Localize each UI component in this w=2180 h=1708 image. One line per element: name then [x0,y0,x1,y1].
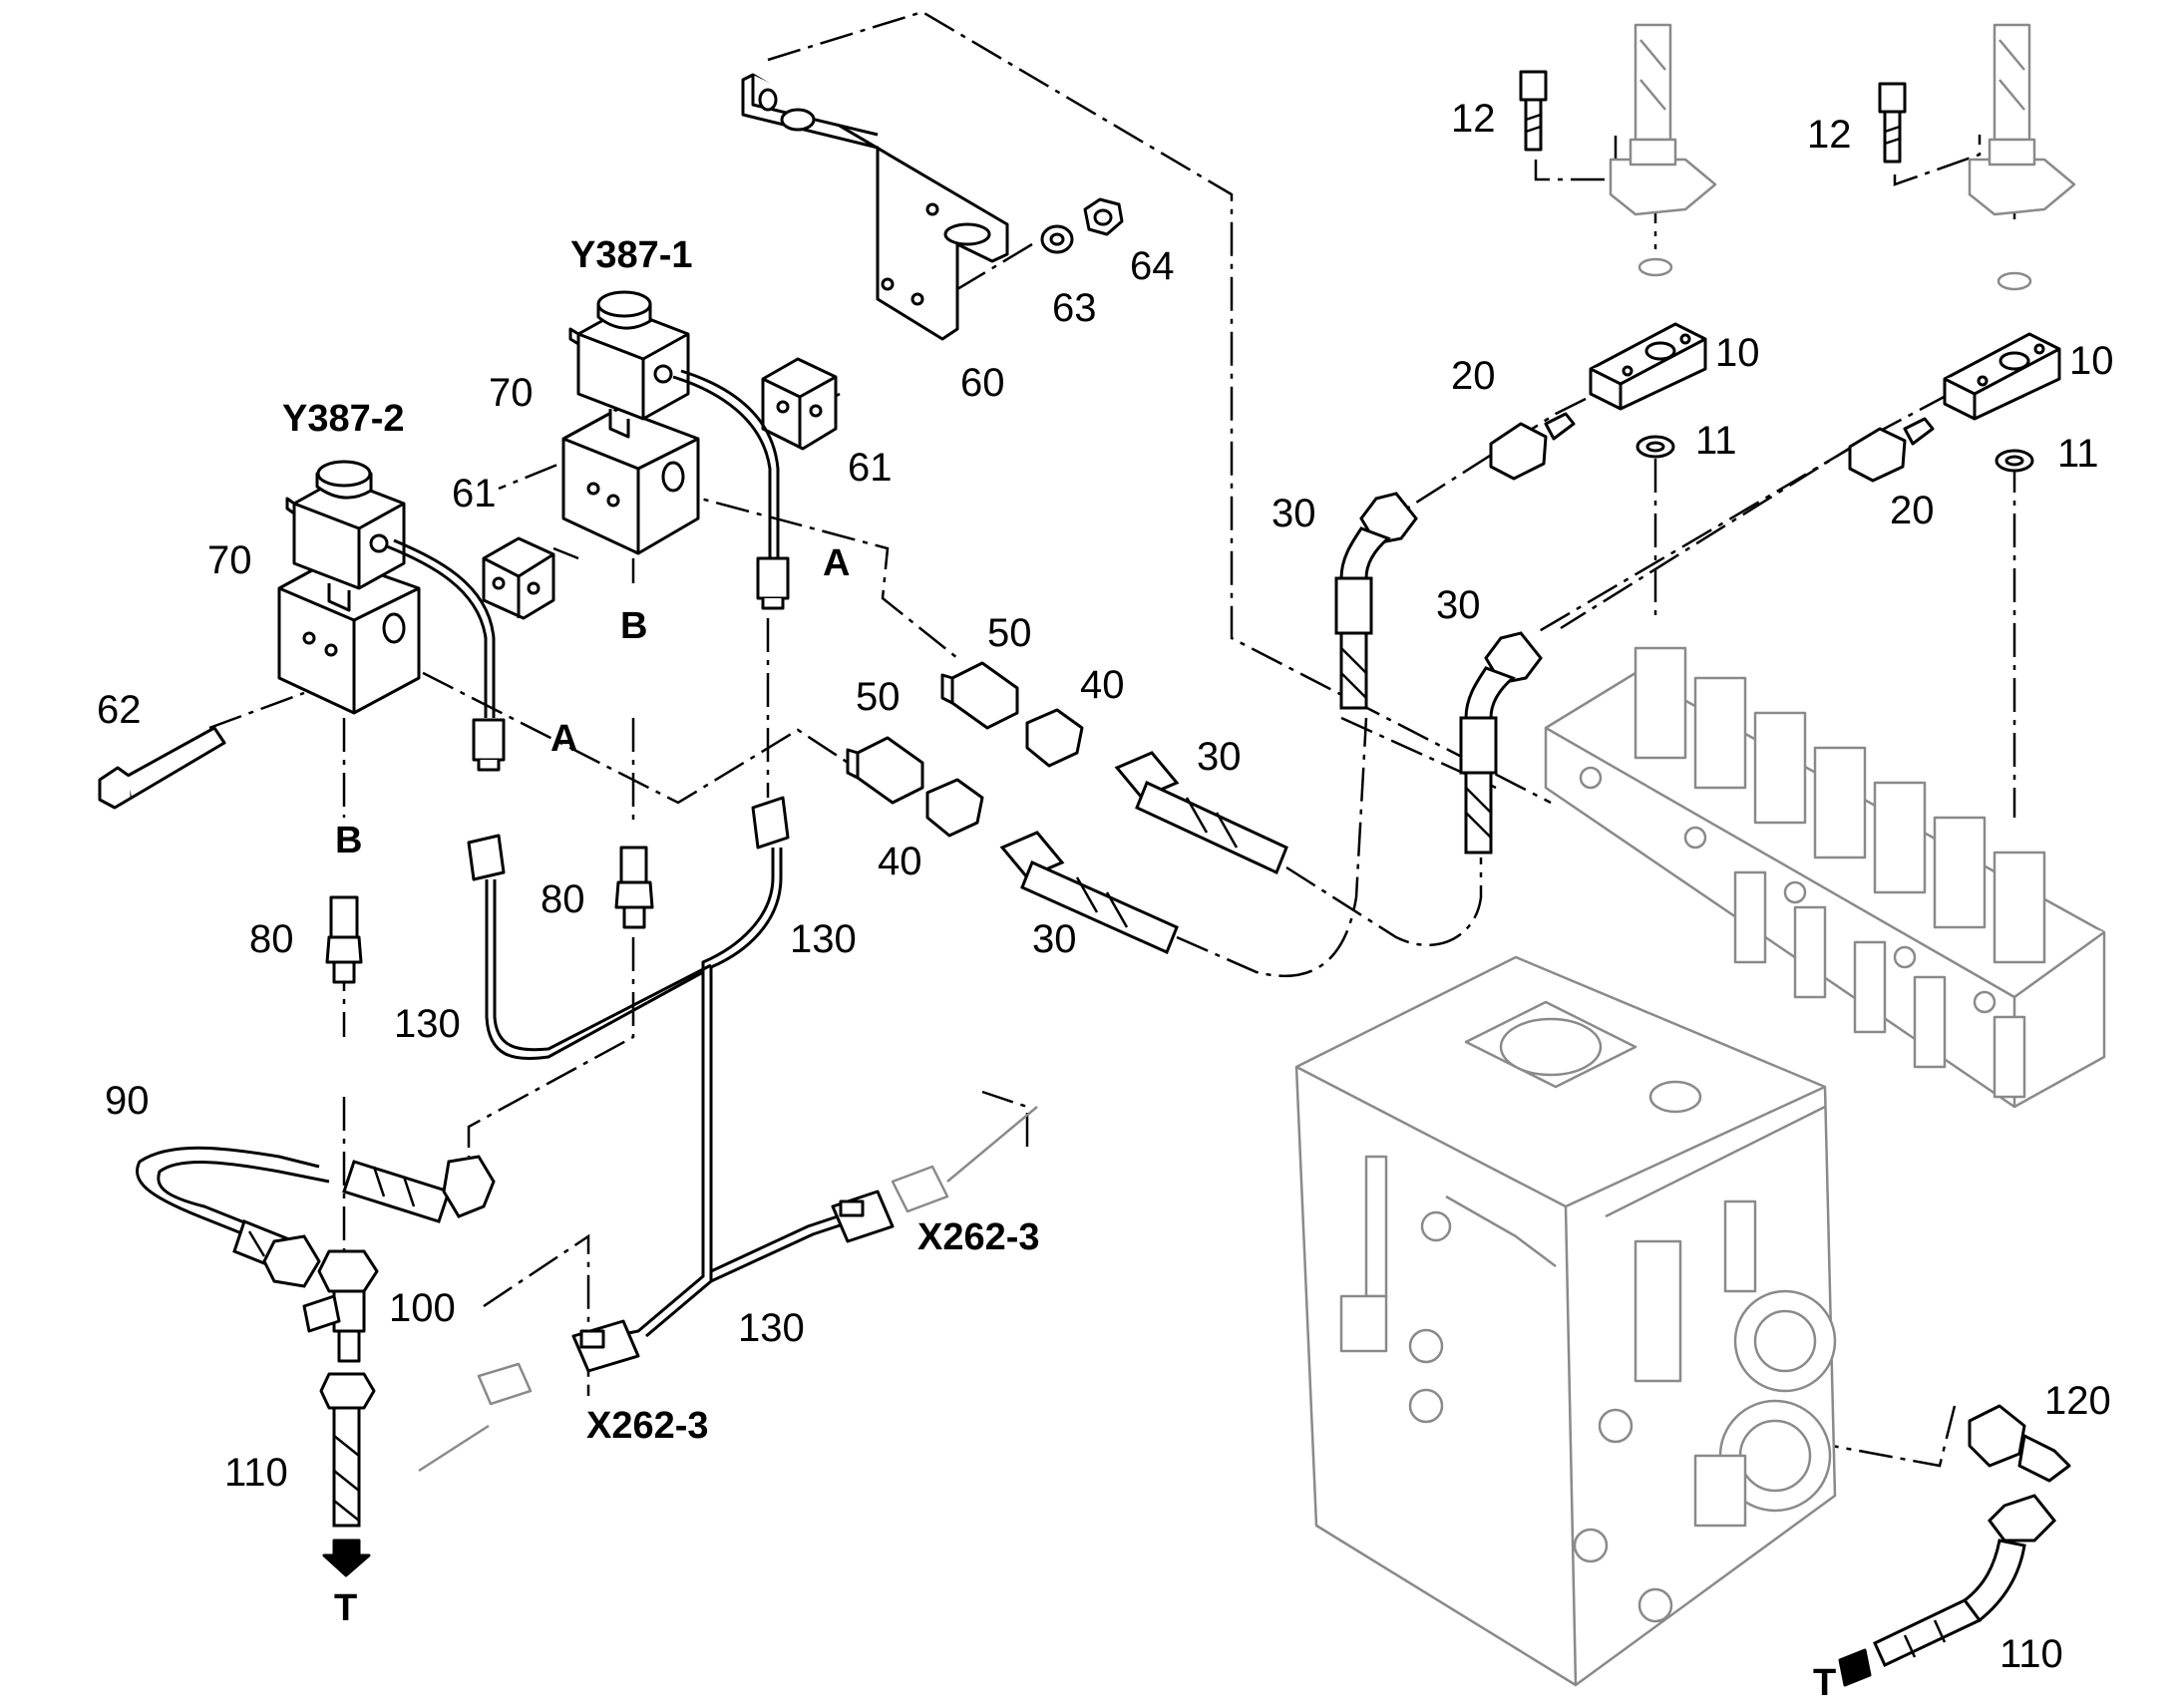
label-100: 100 [389,1286,456,1330]
spacer-61-left [482,536,555,620]
label-90: 90 [105,1079,150,1123]
connector-plug-upper-right [756,556,790,610]
label-70-left: 70 [207,538,252,582]
adapter-20-left [1489,412,1576,481]
bolt-62 [98,726,226,810]
label-60: 60 [960,361,1005,405]
label-x262-3-left: X262-3 [586,1405,709,1447]
nut-64 [1083,197,1124,236]
fitting-50-upper [940,661,1019,730]
label-a-upper: A [823,542,850,584]
label-11-left: 11 [1695,419,1737,463]
label-80-right: 80 [541,877,585,921]
seal-11-left [1635,435,1675,459]
fitting-80-left [325,895,363,984]
injection-line-left [1609,23,1717,277]
label-63: 63 [1052,286,1097,330]
hose-30-elbow-left [1334,492,1418,710]
label-80-left: 80 [249,917,294,961]
hose-110-left [319,1372,376,1577]
label-120: 120 [2044,1379,2111,1423]
label-30-mid: 30 [1197,735,1242,779]
hose-90 [136,1146,496,1288]
bracket-60 [741,73,1009,341]
label-130-lower: 130 [738,1306,805,1350]
label-40-upper: 40 [1080,663,1125,707]
label-30-lower: 30 [1032,917,1077,961]
label-y387-2: Y387-2 [282,398,405,440]
fitting-40-lower [925,778,984,838]
hose-110-right [1838,1494,2057,1687]
label-12-right: 12 [1807,113,1852,157]
route-line-upper [1285,857,1483,947]
label-x262-3-right: X262-3 [917,1216,1040,1258]
label-20-right: 20 [1890,489,1935,532]
tee-fitting-120 [1968,1404,2071,1483]
label-62: 62 [97,688,142,732]
fitting-80-right [614,846,654,929]
screw-12-right [1878,82,1907,164]
label-b-left: B [335,820,362,861]
label-12-left: 12 [1451,97,1496,141]
callout-labels: Y387-1 Y387-2 70 70 60 61 61 62 63 64 12… [97,97,2114,1704]
label-30-upper-right: 30 [1436,583,1481,627]
label-20-left: 20 [1451,354,1496,398]
screw-12-left [1519,70,1548,152]
label-110-right: 110 [1999,1632,2063,1676]
connector-plug-upper-left [472,718,506,772]
label-110-left: 110 [224,1451,288,1495]
label-40-lower: 40 [878,840,922,883]
solenoid-valve-y387-2 [277,460,421,715]
spacer-61-right [761,357,838,451]
injection-pump-rail [1544,646,2106,1109]
label-50-upper: 50 [987,611,1032,655]
flange-10-left [1589,322,1707,411]
solenoid-leads [386,369,780,718]
label-y387-1: Y387-1 [570,234,693,276]
washer-63 [1040,224,1074,254]
fitting-40-upper [1025,708,1084,768]
label-70-right: 70 [489,371,534,415]
label-61-left: 61 [452,472,497,515]
solenoid-valve-y387-1 [561,290,700,555]
label-130-upper-right: 130 [790,917,857,961]
engine-housing [1294,955,1837,1687]
label-10-left: 10 [1715,331,1760,375]
hose-30-mid-lower [999,831,1179,955]
route-line-lower [1176,717,1368,978]
injection-line-right [1968,23,2076,291]
tee-fitting-100 [302,1249,379,1363]
hose-30-mid-upper [1114,751,1288,875]
label-t-right: T [1813,1662,1836,1704]
harness-130 [418,796,1038,1473]
hose-30-elbow-right [1459,631,1543,854]
label-50-lower: 50 [856,675,901,719]
label-130-upper-left: 130 [394,1002,461,1046]
label-61-right: 61 [848,446,893,490]
label-10-right: 10 [2069,339,2114,383]
flange-10-right [1943,332,2061,421]
label-30-upper-left: 30 [1272,492,1316,535]
adapter-20-right [1848,417,1935,483]
label-a-lower: A [550,718,577,760]
label-b-right: B [620,605,647,647]
seal-11-right [1995,449,2034,473]
label-64: 64 [1130,244,1175,288]
label-11-right: 11 [2057,432,2099,476]
fitting-50-lower [846,736,924,805]
label-t-left: T [334,1587,357,1629]
